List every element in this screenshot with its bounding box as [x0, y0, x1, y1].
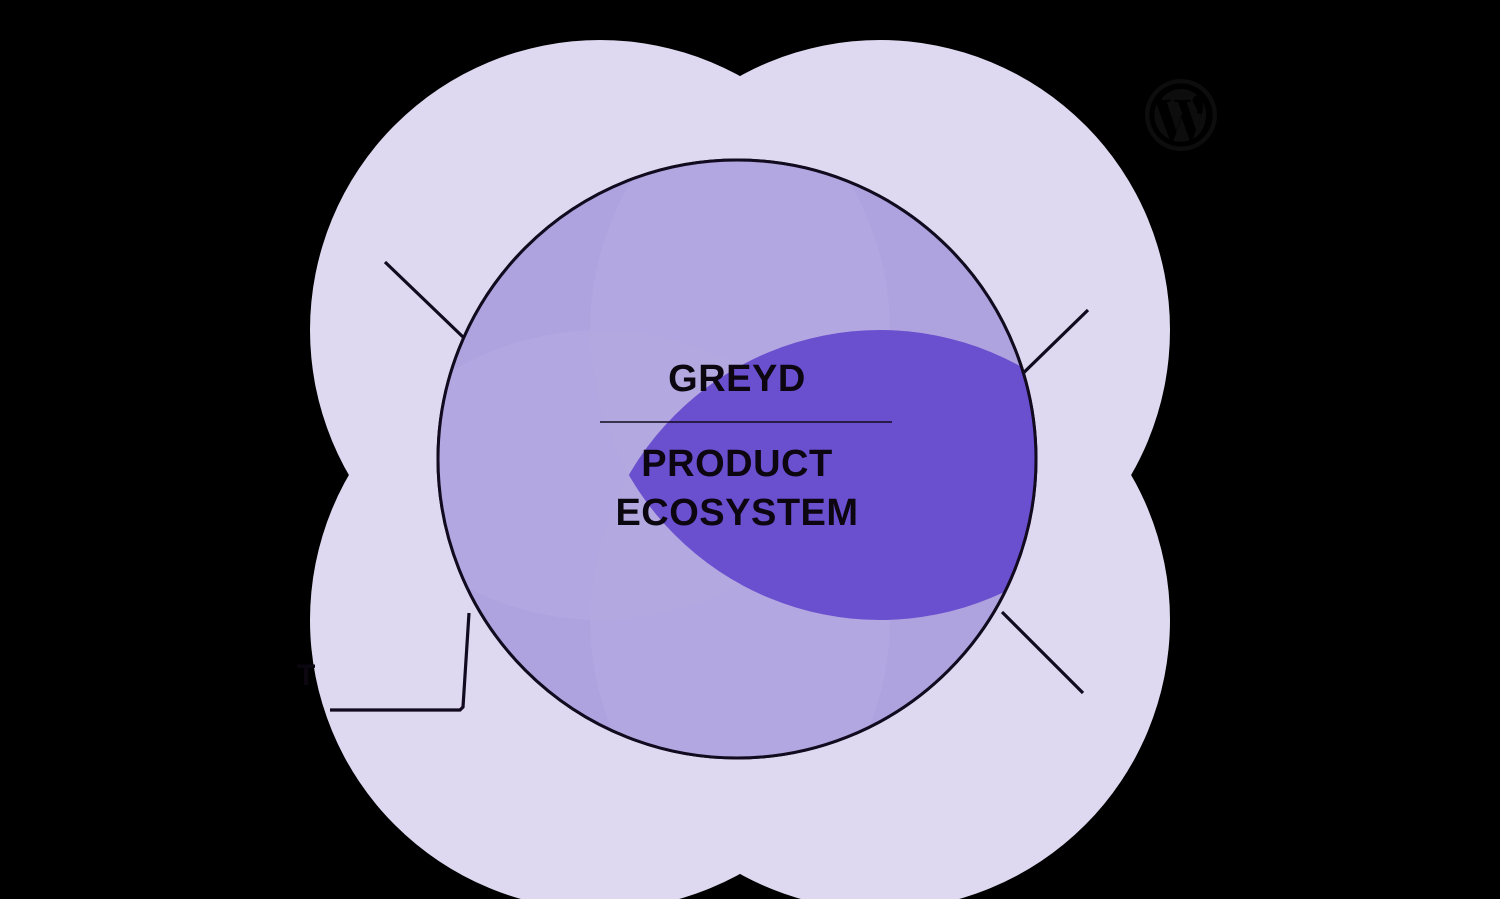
connector-bottom-right — [1000, 610, 1085, 695]
center-text-block: GREYD PRODUCT ECOSYSTEM — [600, 358, 892, 534]
center-circle-outline — [436, 158, 1038, 760]
center-subtitle-line-2: ECOSYSTEM — [615, 492, 858, 534]
center-subtitle-line-1: PRODUCT — [641, 443, 832, 485]
wordpress-logo-icon — [1145, 79, 1217, 151]
connector-top-left — [383, 260, 465, 339]
clipped-label-left: T — [297, 659, 315, 692]
triple-overlap-wedge — [590, 330, 1036, 620]
connector-bottom-left — [330, 612, 471, 712]
triple-overlap-group — [590, 330, 1036, 620]
center-title: GREYD — [668, 358, 806, 400]
